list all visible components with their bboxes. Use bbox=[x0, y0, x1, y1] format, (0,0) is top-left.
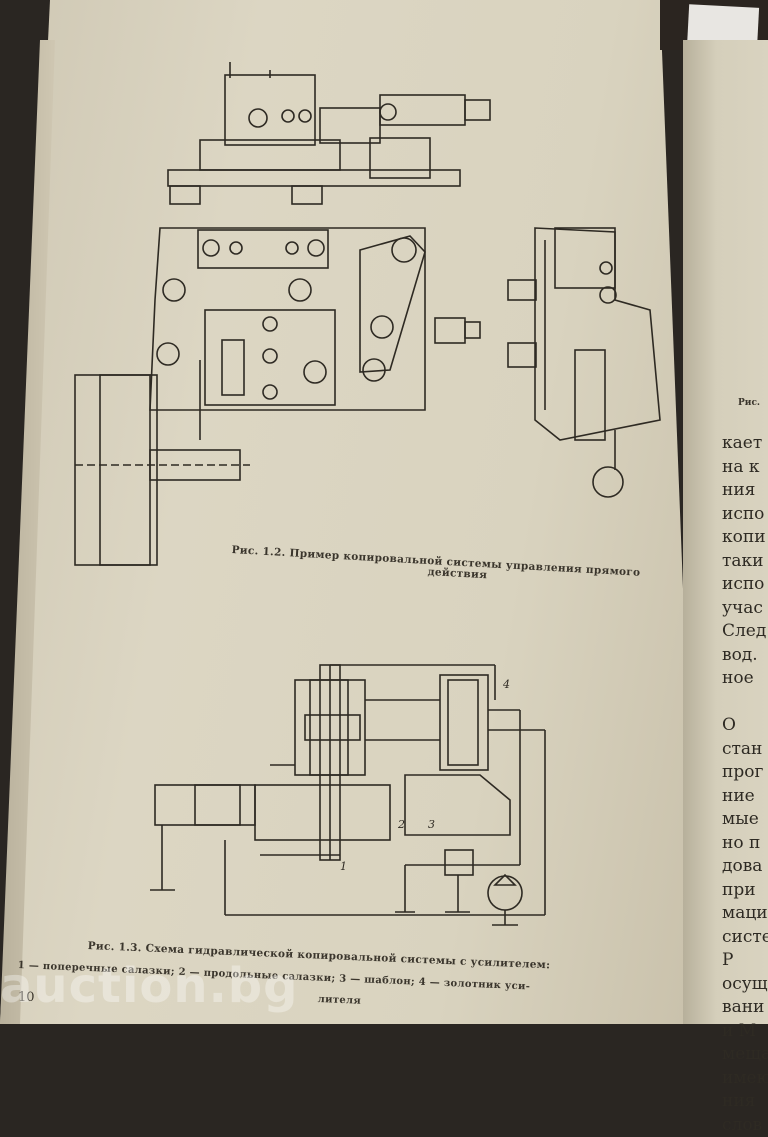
text-line: стан bbox=[722, 738, 768, 762]
text-line: систе bbox=[722, 926, 768, 950]
text-line: и М bbox=[722, 1020, 768, 1044]
text-line: ния bbox=[722, 479, 768, 503]
text-line: кает bbox=[722, 432, 768, 456]
fig-1-2-plan-view bbox=[75, 228, 480, 565]
text-line: дова bbox=[722, 855, 768, 879]
fig-1-2-top-view bbox=[168, 62, 490, 204]
text-line: при bbox=[722, 879, 768, 903]
text-line: маци bbox=[722, 902, 768, 926]
text-line: таки bbox=[722, 550, 768, 574]
text-line: осущ bbox=[722, 973, 768, 997]
text-line: ное bbox=[722, 667, 768, 691]
watermark-logo: auction.bg bbox=[0, 958, 299, 1014]
fig-1-2-side-view bbox=[508, 228, 660, 497]
text-line: слов bbox=[722, 1114, 768, 1137]
text-line: имею bbox=[722, 1067, 768, 1091]
text-line: След bbox=[722, 620, 768, 644]
text-line: О bbox=[722, 714, 768, 738]
technical-drawings: 1 2 3 4 bbox=[0, 0, 768, 1024]
right-page-text-column: кает на к ния испо копи таки испо учас С… bbox=[722, 432, 768, 1137]
text-line: вани bbox=[722, 996, 768, 1020]
text-line: но п bbox=[722, 832, 768, 856]
text-line: ния bbox=[722, 1090, 768, 1114]
text-line: мые bbox=[722, 808, 768, 832]
text-line: испо bbox=[722, 573, 768, 597]
text-line bbox=[722, 691, 768, 715]
text-line: Р bbox=[722, 949, 768, 973]
fig-1-3-label-2: 2 bbox=[397, 818, 405, 831]
fig-1-3-label-4: 4 bbox=[502, 678, 510, 691]
text-line: на к bbox=[722, 456, 768, 480]
text-line: ние bbox=[722, 785, 768, 809]
right-page-caption-fragment: Рис. bbox=[738, 398, 760, 408]
figure-1-3-legend-continued: лителя bbox=[318, 994, 362, 1007]
fig-1-3-label-1: 1 bbox=[340, 860, 347, 873]
text-line: испо bbox=[722, 503, 768, 527]
text-line: вод. bbox=[722, 644, 768, 668]
text-line: копи bbox=[722, 526, 768, 550]
text-line: прог bbox=[722, 761, 768, 785]
fig-1-3-label-3: 3 bbox=[428, 818, 435, 831]
text-line: учас bbox=[722, 597, 768, 621]
fig-1-3-hydraulic-scheme bbox=[150, 665, 545, 925]
text-line: меща bbox=[722, 1043, 768, 1067]
